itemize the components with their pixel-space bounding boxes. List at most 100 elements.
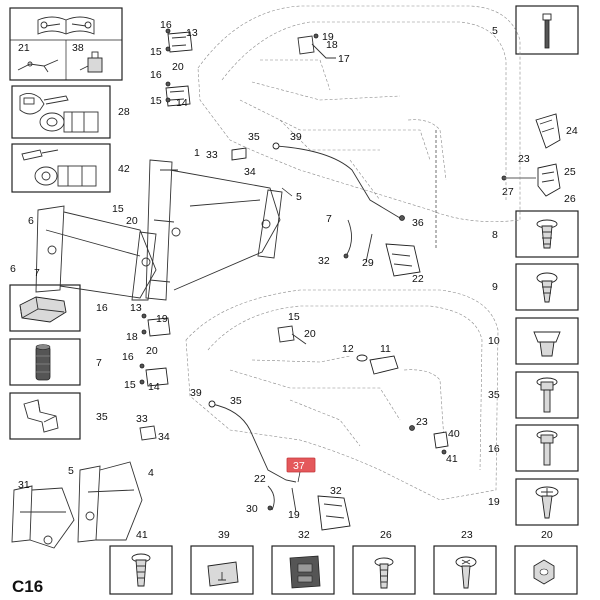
callout-29: 29 (362, 257, 374, 269)
callout-3: 6 (28, 215, 34, 227)
part-25-latch (537, 163, 561, 197)
window-regulator-4 (11, 485, 75, 549)
callout-39c: 39 (218, 529, 230, 541)
highlighted-callout-37[interactable]: 37 (286, 457, 316, 473)
callout-34b: 34 (158, 431, 170, 443)
tool-38-icon (79, 51, 103, 73)
part-24-bracket (535, 113, 561, 149)
bottom-part-boxes: 41 39 32 26 23 20 (109, 529, 578, 595)
callout-27: 27 (502, 186, 514, 198)
callout-14b: 14 (148, 381, 160, 393)
part-10-clip-box (515, 317, 579, 365)
callout-39b: 35 (230, 395, 242, 407)
callout-41a: 41 (446, 453, 458, 465)
callout-15d: 15 (124, 379, 136, 391)
callout-19a: 19 (322, 31, 334, 43)
callout-1: 1 (194, 147, 200, 159)
callout-13b: 19 (156, 313, 168, 325)
manual-tools-box: 21 38 (9, 7, 123, 81)
callout-23b: 23 (416, 416, 428, 428)
upper-body-panel (197, 5, 521, 222)
callout-11: 11 (380, 343, 391, 355)
callout-30: 19 (288, 509, 300, 521)
hinge-group-upper (165, 28, 193, 107)
callout-25: 25 (564, 166, 576, 178)
part-42-lock-cylinder-box (11, 143, 111, 193)
callout-13a: 13 (186, 27, 198, 39)
hinge-group-lower (139, 313, 307, 387)
part-8-screw-box (515, 210, 579, 258)
callout-15e: 35 (488, 389, 500, 401)
callout-15b: 15 (150, 95, 162, 107)
callout-36: 36 (412, 217, 424, 229)
callout-40: 40 (448, 428, 460, 440)
callout-42: 42 (118, 163, 130, 175)
tool-21-icon (17, 59, 59, 73)
callout-20a: 20 (172, 61, 184, 73)
callout-16d: 16 (122, 351, 134, 363)
callout-33b: 33 (136, 413, 148, 425)
part-39-box (190, 545, 254, 595)
callout-16a: 16 (160, 19, 172, 31)
callout-14a: 14 (176, 97, 188, 109)
cable-lower (139, 400, 297, 483)
callout-32b: 30 (246, 503, 258, 515)
callout-32c: 32 (298, 529, 310, 541)
callout-31a: 7 (326, 213, 332, 225)
callout-28: 28 (118, 106, 130, 118)
part-16-bolt-box (515, 424, 579, 472)
part-33-clip (231, 147, 247, 161)
callout-19c: 19 (488, 496, 500, 508)
part-6-pad-box (9, 284, 81, 332)
part-19-screw-box (515, 478, 579, 526)
lower-right-clips (409, 425, 449, 455)
callout-6c: 16 (96, 302, 108, 314)
callout-7b: 7 (34, 267, 40, 279)
callout-5c: 4 (148, 467, 154, 479)
callout-5: 5 (492, 25, 498, 37)
callout-6b: 6 (10, 263, 16, 275)
part-15-bolt-box (515, 371, 579, 419)
lock-rod-upper (297, 33, 336, 59)
callout-15c: 18 (126, 331, 138, 343)
callout-16e: 16 (488, 443, 500, 455)
part-35-clip-box (9, 392, 81, 440)
callout-4: 31 (18, 479, 30, 491)
lock-assembly-lower (267, 485, 351, 531)
diagram-code-label: C16 (12, 577, 43, 596)
callout-26a: 26 (564, 193, 576, 205)
window-regulator-3 (35, 205, 157, 301)
cable-upper (272, 142, 421, 277)
callout-10: 10 (488, 335, 500, 347)
callout-16c: 13 (130, 302, 142, 314)
callout-6a: 15 (112, 203, 124, 215)
callout-20b: 20 (146, 345, 158, 357)
callout-35a: 35 (248, 131, 260, 143)
callout-2: 5 (68, 465, 74, 477)
window-regulator-2 (77, 461, 143, 543)
highlighted-part-label: 37 (293, 460, 305, 472)
manual-wrench-icon (37, 16, 95, 35)
callout-33a: 33 (206, 149, 218, 161)
callout-34a: 34 (244, 166, 256, 178)
callout-8: 8 (492, 229, 498, 241)
callout-7c: 7 (96, 357, 102, 369)
callout-20c: 20 (541, 529, 553, 541)
callout-39a: 39 (290, 131, 302, 143)
handle-12-11 (356, 354, 399, 375)
part-7-sleeve-box (9, 338, 81, 386)
callout-23c: 23 (461, 529, 473, 541)
window-regulator-1 (145, 159, 283, 301)
callout-9: 9 (492, 281, 498, 293)
callout-31b: 22 (254, 473, 266, 485)
callout-22a: 22 (412, 273, 424, 285)
callout-5b: 5 (296, 191, 302, 203)
callout-23a: 23 (518, 153, 530, 165)
part-5-rivet-box (515, 5, 579, 55)
part-28-key-lock-box (11, 85, 111, 139)
callout-26b: 26 (380, 529, 392, 541)
callout-21: 21 (18, 42, 30, 54)
part-9-screw-box (515, 263, 579, 311)
callout-35b: 39 (190, 387, 202, 399)
